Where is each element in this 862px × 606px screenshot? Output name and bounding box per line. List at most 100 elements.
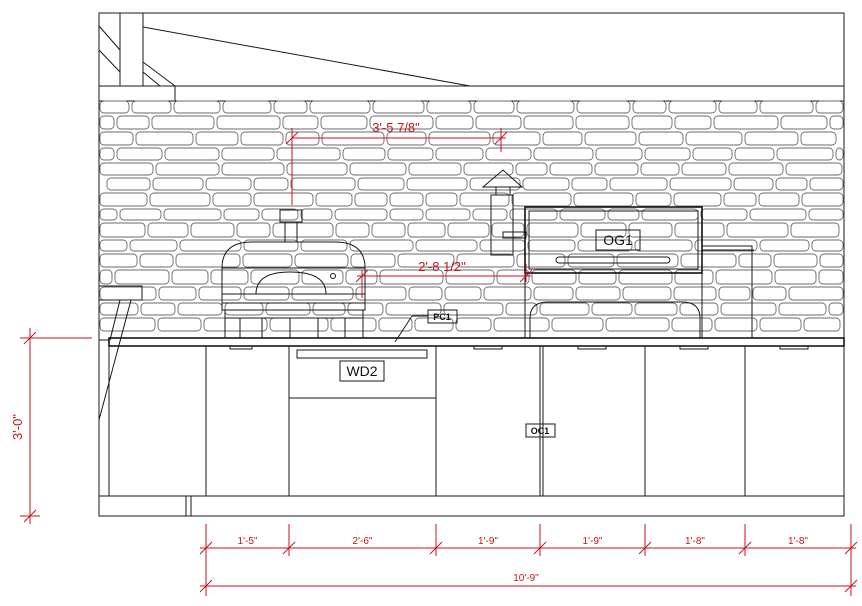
- stone-block: [99, 222, 146, 238]
- stone-block: [758, 192, 800, 207]
- stone-block: [595, 147, 643, 161]
- dim-slash: [533, 541, 547, 555]
- stone-block: [212, 192, 252, 207]
- stone-block: [720, 302, 777, 316]
- stone-block: [738, 253, 772, 268]
- pellet-grill: [481, 169, 754, 339]
- stone-block: [385, 302, 442, 316]
- stone-block: [469, 177, 521, 191]
- stone-block: [99, 208, 118, 221]
- stone-block: [312, 302, 346, 316]
- stone-block: [634, 302, 678, 316]
- stone-block: [179, 239, 242, 252]
- stone-block: [509, 208, 558, 221]
- stone-block: [349, 239, 414, 252]
- stone-block: [674, 115, 712, 130]
- stone-block: [369, 115, 434, 130]
- stone-block: [829, 115, 844, 130]
- stone-block: [744, 131, 799, 146]
- stone-block: [718, 100, 758, 114]
- stone-block: [435, 115, 474, 130]
- stone-block: [671, 317, 713, 332]
- stone-block: [175, 253, 241, 268]
- left-return: [98, 285, 143, 497]
- stone-block: [240, 131, 284, 146]
- stone-block: [674, 269, 714, 285]
- stone-block: [406, 177, 468, 191]
- stone-block: [116, 115, 150, 130]
- stone-block: [387, 147, 434, 161]
- stone-block: [485, 147, 532, 161]
- stone-block: [635, 192, 672, 207]
- stone-block: [459, 192, 510, 207]
- stone-block: [575, 286, 621, 301]
- stone-block: [516, 100, 575, 114]
- stone-block: [527, 239, 576, 252]
- stone-block: [607, 208, 640, 221]
- stone-block: [389, 192, 424, 207]
- dim-total-label: 10'-9": [513, 573, 539, 584]
- tag-pc1-label: PC1: [433, 312, 451, 322]
- stone-block: [147, 222, 189, 238]
- stone-block: [276, 147, 341, 161]
- tag-wd2: WD2: [339, 360, 385, 382]
- stone-block: [290, 177, 356, 191]
- stone-block: [475, 115, 522, 130]
- stone-block: [349, 162, 407, 176]
- stone-block: [700, 208, 748, 221]
- stone-block: [99, 239, 128, 252]
- stone-block: [407, 222, 446, 238]
- stone-block: [515, 162, 548, 176]
- dim-segment-label: 1'-9": [583, 536, 603, 547]
- drawing-frame: [98, 12, 845, 517]
- pizza-oven: [221, 209, 366, 339]
- stone-block: [443, 302, 504, 316]
- stone-block: [286, 162, 348, 176]
- stone-block: [269, 317, 329, 332]
- stone-block: [773, 253, 818, 268]
- stone-block: [835, 147, 844, 161]
- stone-block: [140, 302, 176, 316]
- stone-block: [819, 253, 844, 268]
- stone-block: [425, 192, 458, 207]
- stone-block: [282, 115, 319, 130]
- stone-block: [759, 239, 810, 252]
- stone-block: [99, 286, 157, 301]
- stone-block: [408, 162, 462, 176]
- stone-block: [300, 239, 348, 252]
- stone-block: [491, 222, 525, 238]
- dim-segment-label: 2'-6": [353, 536, 373, 547]
- stone-block: [253, 177, 289, 191]
- stone-block: [800, 131, 837, 146]
- stone-block: [210, 269, 249, 285]
- stone-block: [389, 208, 424, 221]
- stone-block: [774, 269, 817, 285]
- stone-block: [673, 192, 722, 207]
- stone-block: [674, 222, 725, 238]
- stone-block: [99, 131, 134, 146]
- dim-slash: [429, 541, 443, 555]
- stone-block: [414, 317, 454, 332]
- stone-block: [668, 100, 717, 114]
- stone-block: [300, 208, 333, 221]
- stone-block: [371, 222, 406, 238]
- stone-block: [640, 162, 680, 176]
- stone-block: [99, 147, 115, 161]
- stone-block: [594, 162, 639, 176]
- stone-block: [815, 100, 844, 114]
- stone-block: [294, 253, 349, 268]
- stone-block: [99, 269, 113, 285]
- stone-block: [780, 115, 828, 130]
- stone-block: [273, 100, 308, 114]
- stone-block: [526, 222, 579, 238]
- stone-block: [99, 100, 130, 114]
- stone-block: [171, 269, 209, 285]
- stone-block: [135, 131, 194, 146]
- stone-block: [539, 302, 590, 316]
- dim-oven-offset-label: 3'-5 7/8": [372, 120, 420, 135]
- stone-block: [567, 253, 615, 268]
- stone-block: [808, 208, 844, 221]
- stone-block: [692, 147, 733, 161]
- stone-block: [223, 208, 260, 221]
